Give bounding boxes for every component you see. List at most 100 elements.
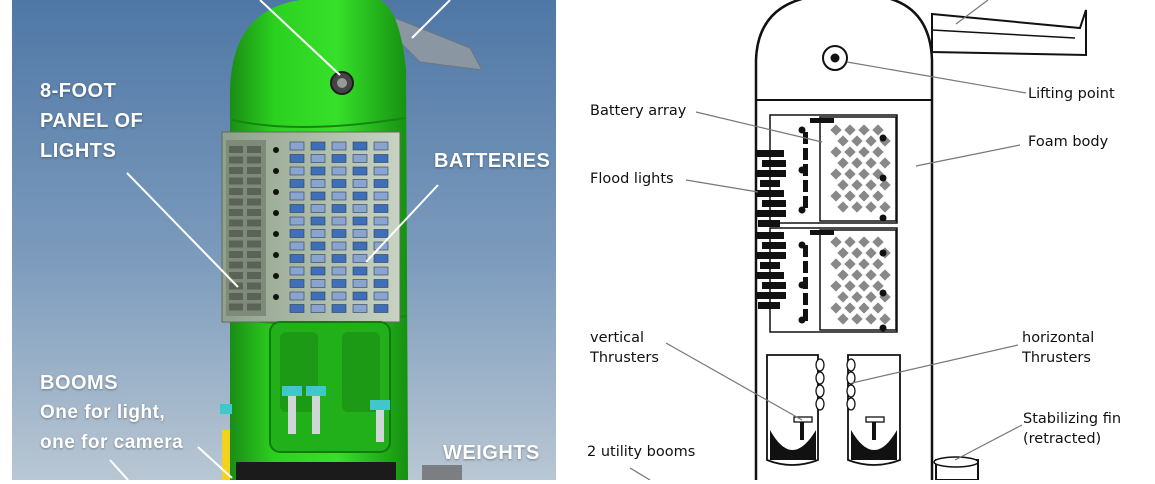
vertical-line2: Thrusters bbox=[590, 350, 659, 366]
booms-label: BOOMS One for light, one for camera bbox=[40, 368, 183, 458]
battery-cell bbox=[289, 279, 305, 288]
battery-diamond bbox=[844, 146, 856, 158]
flood-light bbox=[758, 302, 780, 309]
light-cell bbox=[229, 272, 243, 279]
mount-dot bbox=[798, 281, 806, 289]
thruster-fill bbox=[851, 430, 897, 460]
battery-cell bbox=[352, 191, 368, 201]
battery-cell bbox=[331, 304, 347, 313]
light-cell bbox=[247, 293, 261, 300]
weights bbox=[236, 462, 396, 480]
battery-cell bbox=[352, 254, 368, 263]
boom-arm bbox=[312, 396, 320, 434]
battery-cell bbox=[331, 254, 347, 263]
right-margin bbox=[556, 0, 570, 480]
flood-light bbox=[760, 180, 780, 187]
flood-light bbox=[760, 262, 780, 269]
flood-light bbox=[762, 282, 786, 289]
flood-light bbox=[762, 242, 786, 249]
battery-link bbox=[803, 293, 808, 305]
battery-cell bbox=[352, 304, 368, 313]
mount-dot bbox=[879, 134, 887, 142]
light-cell bbox=[229, 156, 243, 164]
weight-block bbox=[422, 465, 462, 480]
callout-line bbox=[365, 184, 439, 263]
panel-bolt bbox=[273, 147, 279, 153]
light-panel bbox=[226, 140, 266, 316]
battery-cell bbox=[373, 141, 389, 151]
battery-cell bbox=[289, 241, 305, 251]
leader-stabilizing-fin bbox=[954, 424, 1023, 461]
thruster-oval bbox=[846, 358, 856, 372]
battery-diamond bbox=[858, 168, 870, 180]
battery-diamond bbox=[830, 280, 842, 292]
light-cell bbox=[247, 188, 261, 195]
battery-cell bbox=[289, 304, 305, 313]
battery-diamond bbox=[830, 302, 842, 314]
battery-cell bbox=[352, 154, 368, 163]
battery-diamond bbox=[844, 236, 856, 248]
battery-cell bbox=[289, 291, 305, 301]
battery-diamond bbox=[830, 236, 842, 248]
battery-diamond bbox=[844, 302, 856, 314]
battery-diamond bbox=[879, 313, 891, 325]
battery-cell bbox=[310, 279, 326, 288]
battery-cell bbox=[373, 304, 389, 313]
light-cell bbox=[247, 167, 261, 174]
thruster-oval bbox=[815, 358, 825, 372]
battery-diamond bbox=[858, 302, 870, 314]
battery-cell bbox=[352, 266, 368, 276]
battery-cell bbox=[373, 291, 389, 301]
thruster-fill bbox=[770, 430, 816, 460]
battery-diamond bbox=[872, 258, 884, 270]
flood-light bbox=[758, 220, 780, 227]
battery-diamond bbox=[865, 247, 877, 259]
leader-fin bbox=[955, 0, 989, 25]
battery-link bbox=[803, 277, 808, 289]
vertical-thruster-bay bbox=[766, 354, 819, 466]
battery-cell bbox=[373, 204, 389, 213]
flood-light bbox=[756, 190, 784, 197]
leader-lifting-point bbox=[846, 61, 1027, 94]
battery-array-label: Battery array bbox=[590, 103, 687, 119]
hull-seam bbox=[231, 117, 406, 128]
battery-link bbox=[803, 180, 808, 192]
leader-foam-body bbox=[915, 144, 1021, 167]
callout-line bbox=[109, 459, 129, 481]
thruster-oval bbox=[846, 384, 856, 398]
light-cell bbox=[247, 198, 261, 206]
battery-diamond bbox=[830, 146, 842, 158]
batteries-label: BATTERIES bbox=[434, 150, 551, 172]
mount-dot bbox=[798, 206, 806, 214]
battery-diamond bbox=[865, 313, 877, 325]
panel-label-line3: LIGHTS bbox=[40, 140, 117, 162]
vertical-line1: vertical bbox=[590, 330, 645, 346]
battery-cell bbox=[331, 141, 347, 151]
battery-diamond bbox=[858, 190, 870, 202]
thruster-oval bbox=[815, 384, 825, 398]
horizontal-thruster-bay bbox=[847, 354, 901, 466]
battery-cell bbox=[373, 179, 389, 188]
battery-cell bbox=[310, 166, 326, 176]
battery-diamond bbox=[830, 258, 842, 270]
battery-diamond bbox=[837, 313, 849, 325]
flood-light-bars bbox=[756, 132, 808, 321]
battery-link bbox=[803, 196, 808, 208]
battery-cell bbox=[373, 254, 389, 263]
battery-diamond bbox=[851, 201, 863, 213]
battery-diamond bbox=[837, 291, 849, 303]
battery-cell bbox=[352, 279, 368, 288]
battery-cell bbox=[373, 279, 389, 288]
battery-cell bbox=[310, 291, 326, 301]
panel-bolt bbox=[273, 252, 279, 258]
battery-cell bbox=[352, 216, 368, 226]
battery-cell bbox=[331, 291, 347, 301]
mount-dots bbox=[798, 126, 887, 332]
booms-line1: One for light, bbox=[40, 402, 166, 423]
battery-cell bbox=[331, 279, 347, 288]
thruster-oval bbox=[846, 371, 856, 385]
battery-cell bbox=[310, 304, 326, 313]
battery-diamond bbox=[844, 168, 856, 180]
light-cell bbox=[229, 293, 243, 300]
battery-diamond bbox=[865, 201, 877, 213]
